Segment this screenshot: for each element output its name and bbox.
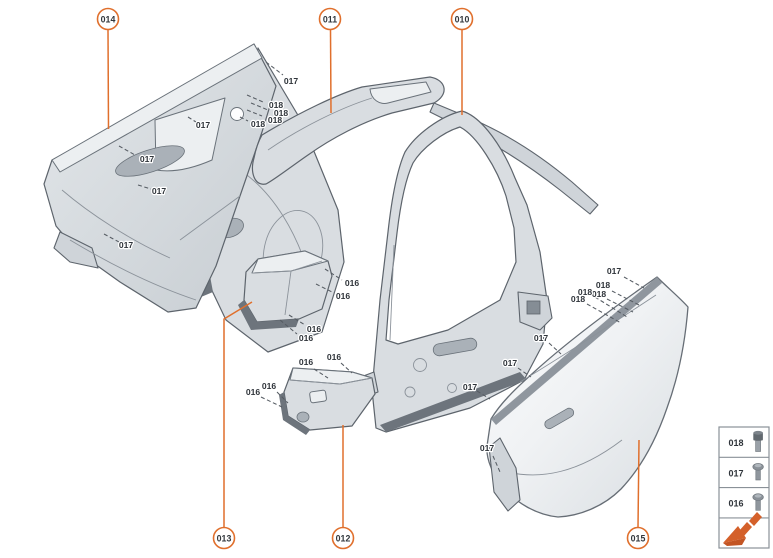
fastener-label-018: 018 [269, 100, 284, 110]
fastener-label-018: 018 [268, 115, 283, 125]
door-lock-bracket[interactable] [517, 291, 553, 331]
callout-010[interactable]: 010 [450, 7, 474, 31]
bolt-hole [230, 107, 244, 121]
fastener-label-017: 017 [607, 266, 622, 276]
callout-012[interactable]: 012 [331, 526, 355, 550]
fastener-label-018: 018 [596, 280, 611, 290]
callout-012-label: 012 [336, 533, 351, 543]
fastener-labels: 017 018 018 018 018 017 017 017 017 016 … [118, 75, 623, 454]
door-skin-top-edge [491, 277, 662, 425]
front-door-inner-panel[interactable] [43, 43, 277, 313]
legend-row-017[interactable]: 017 [728, 463, 764, 481]
fastener-label-018: 018 [571, 294, 586, 304]
fastener-label-016: 016 [327, 352, 342, 362]
window-frame-carrier[interactable] [251, 76, 445, 185]
fastener-label-017: 017 [140, 154, 155, 164]
legend-panel: 018 017 016 [718, 426, 770, 549]
fastener-label-016: 016 [299, 357, 314, 367]
fastener-label-017: 017 [284, 76, 299, 86]
fastener-label-017: 017 [463, 382, 478, 392]
pan-head-screw-icon [752, 493, 764, 511]
fastener-label-018: 018 [274, 108, 289, 118]
callout-015-label: 015 [631, 533, 646, 543]
removal-direction-arrow-icon [723, 512, 762, 546]
callout-010-label: 010 [455, 14, 470, 24]
callout-013[interactable]: 013 [212, 526, 236, 550]
fastener-label-018: 018 [251, 119, 266, 129]
legend-row-016[interactable]: 016 [728, 493, 764, 511]
fastener-label-017: 017 [503, 358, 518, 368]
legend-label-016: 016 [728, 499, 743, 509]
fastener-label-016: 016 [345, 278, 360, 288]
fastener-label-017: 017 [119, 240, 134, 250]
fastener-label-018: 018 [592, 289, 607, 299]
door-skin-lower-corner [488, 437, 521, 512]
speaker-module-upper[interactable] [238, 250, 333, 330]
legend-row-018[interactable]: 018 [728, 430, 763, 452]
fastener-label-017: 017 [480, 443, 495, 453]
callout-011[interactable]: 011 [318, 7, 342, 31]
fastener-label-016: 016 [262, 381, 277, 391]
legend-label-018: 018 [728, 438, 743, 448]
speaker-module-lower[interactable] [279, 367, 376, 435]
callout-lines [107, 29, 640, 528]
legend-label-017: 017 [728, 468, 743, 478]
socket-head-bolt-icon [753, 430, 763, 452]
fastener-label-016: 016 [299, 333, 314, 343]
handle-cutout [544, 407, 575, 430]
fastener-label-016: 016 [336, 291, 351, 301]
fastener-leader-lines [103, 61, 645, 473]
outer-door-skin[interactable] [486, 276, 689, 518]
callout-014[interactable]: 014 [96, 7, 120, 31]
callout-014-label: 014 [101, 14, 116, 24]
pan-head-screw-icon [752, 463, 764, 481]
fastener-label-017: 017 [196, 120, 211, 130]
fastener-label-017: 017 [152, 186, 167, 196]
callout-011-label: 011 [323, 14, 337, 24]
fastener-label-018: 018 [578, 287, 593, 297]
fastener-label-017: 017 [534, 333, 549, 343]
fastener-label-016: 016 [246, 387, 261, 397]
legend-row-direction[interactable] [723, 512, 762, 546]
fastener-label-016: 016 [307, 324, 322, 334]
callout-013-label: 013 [217, 533, 232, 543]
callout-015[interactable]: 015 [626, 526, 650, 550]
